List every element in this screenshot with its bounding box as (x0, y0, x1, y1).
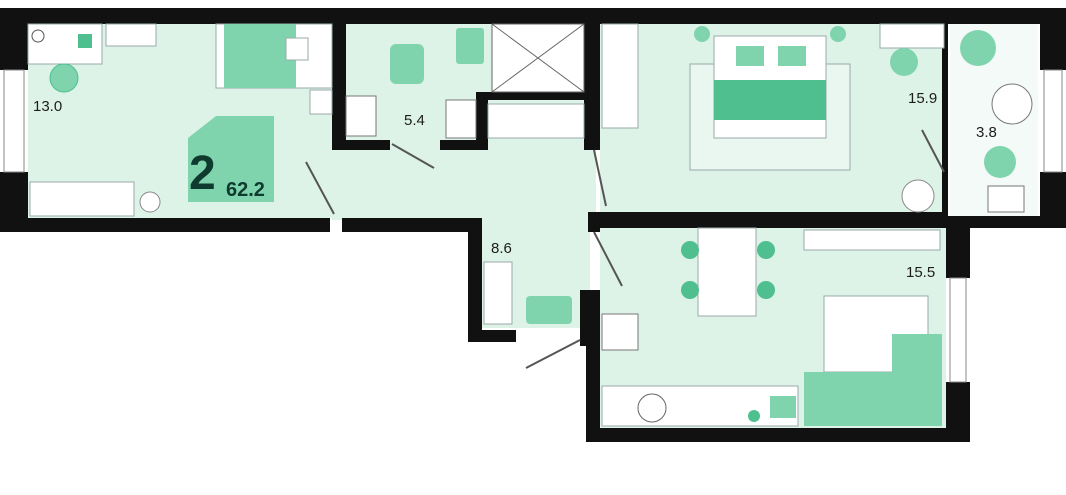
wall-right-lower (1040, 172, 1066, 222)
stove-icon (748, 410, 760, 422)
rooms-count: 2 (189, 147, 216, 200)
wall-top (0, 8, 1066, 24)
wall-right-bottom (946, 382, 970, 442)
dining-table (697, 227, 757, 317)
lamp-right-icon (830, 26, 846, 42)
chair-3-icon (757, 241, 775, 259)
wall-bottom-left (0, 218, 330, 232)
wall-hall-left (468, 218, 482, 342)
chair-icon (49, 63, 79, 93)
wardrobe-hall (487, 103, 585, 139)
door-entrance (525, 339, 581, 369)
window-right (1043, 69, 1063, 173)
walls (0, 8, 1066, 442)
area-label-balcony: 3.8 (976, 124, 997, 141)
wall-bed-divider (588, 212, 946, 228)
wall-bath-inner (476, 92, 488, 150)
shelf (105, 23, 157, 47)
wall-bath-bottom2 (440, 140, 476, 150)
wall-balcony-bottom (946, 216, 1066, 228)
cabinet-icon (456, 28, 484, 64)
bed-large-blanket (714, 80, 826, 120)
nightstand (309, 89, 333, 115)
door-bedroom-small (305, 161, 335, 215)
fridge-icon (601, 313, 639, 351)
sink-icon (445, 99, 477, 139)
door-bathroom (391, 143, 435, 169)
wall-bath-inner-top (476, 92, 592, 100)
pillow-icon (285, 37, 309, 61)
wall-hall-divider (588, 212, 600, 232)
chair-4-icon (757, 281, 775, 299)
window-kitchen (949, 277, 967, 383)
washer-icon (345, 95, 377, 137)
plant-icon (31, 29, 45, 43)
wall-right-top (1040, 8, 1066, 70)
kitchen-counter (601, 385, 799, 427)
chair-2-icon (681, 281, 699, 299)
furniture-bathroom (345, 23, 585, 139)
flower-icon (139, 191, 161, 213)
floor-hallway (332, 148, 596, 220)
wardrobe-small (29, 181, 135, 217)
stool-icon (890, 48, 918, 76)
furniture-bedroom-small (27, 23, 333, 217)
furniture-balcony (960, 30, 1033, 213)
area-label-hallway: 8.6 (491, 240, 512, 257)
laptop-icon (78, 34, 92, 48)
tv-stand (803, 229, 941, 251)
wardrobe-large (601, 23, 639, 129)
dresser (879, 23, 945, 49)
coffee-table-icon (991, 83, 1033, 125)
rooms-badge (188, 116, 274, 202)
wall-bottom-mid (342, 218, 472, 232)
toilet-icon (390, 44, 424, 84)
mat-icon (526, 296, 572, 324)
armchair-bottom-icon (984, 146, 1016, 178)
plant-large-icon (901, 179, 935, 213)
wall-bath-left (332, 24, 346, 150)
furniture-kitchen-living (601, 227, 942, 427)
furniture-hallway (483, 261, 572, 325)
shoe-rack (483, 261, 513, 325)
wall-balcony-left (942, 24, 948, 220)
wall-kitchen-bottom (586, 428, 970, 442)
wall-bath-bottom (332, 140, 390, 150)
door-balcony (921, 129, 945, 173)
box-icon (987, 185, 1025, 213)
area-label-bedroom-small: 13.0 (33, 98, 63, 115)
area-label-kitchen-living: 15.5 (906, 264, 936, 281)
sink-kitchen-icon (637, 393, 667, 423)
lamp-left-icon (694, 26, 710, 42)
armchair-top-icon (960, 30, 996, 66)
doors (305, 129, 945, 369)
total-area: 62.2 (226, 179, 265, 201)
bed-small-blanket (224, 24, 296, 88)
area-label-bathroom: 5.4 (404, 112, 425, 129)
chair-1-icon (681, 241, 699, 259)
wall-left-top (0, 8, 28, 70)
door-kitchen (593, 231, 623, 287)
wall-hall-bottom (468, 330, 516, 342)
pillow-right-icon (778, 46, 806, 66)
window-left (3, 69, 25, 173)
wall-kitchen-left (586, 340, 600, 440)
shower-diag-2 (491, 23, 585, 93)
pillow-left-icon (736, 46, 764, 66)
area-label-bedroom-large: 15.9 (908, 90, 938, 107)
sofa-arm (892, 334, 942, 426)
door-bedroom-large (593, 149, 607, 207)
wall-bath-right (584, 24, 600, 150)
furniture-bedroom-large (601, 23, 945, 213)
cutting-board-icon (770, 396, 796, 418)
windows (3, 69, 1063, 383)
wall-hall-right (580, 290, 600, 346)
